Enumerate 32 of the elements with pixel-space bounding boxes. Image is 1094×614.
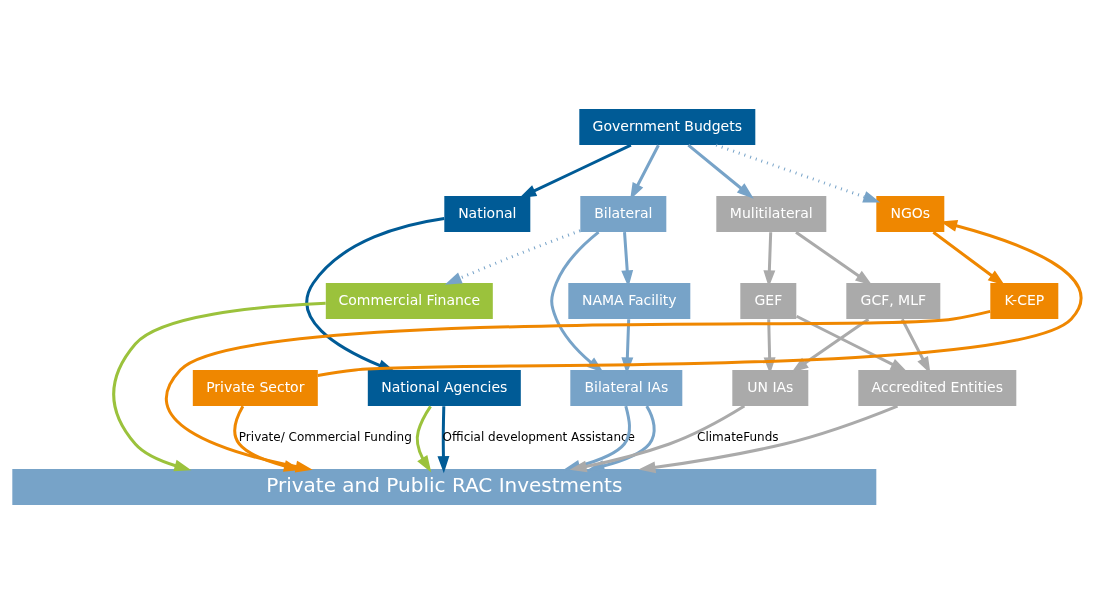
arrow [569, 404, 746, 473]
node-box: NAMA Facility [568, 283, 691, 319]
arrow [795, 230, 873, 286]
node-box: K-CEP [990, 283, 1059, 319]
arrow [519, 143, 632, 198]
arrow [932, 231, 1005, 286]
node-box: Commercial Finance [325, 283, 493, 319]
node-box: Private and Public RAC Investments [12, 469, 877, 505]
node-box: Private Sector [192, 370, 318, 406]
edge-label: Private/ Commercial Funding [238, 429, 412, 444]
node-box: Bilateral [580, 196, 667, 232]
node-box: Accredited Entities [858, 370, 1017, 406]
arrow [715, 143, 881, 203]
node-box: GCF, MLF [846, 283, 941, 319]
arrow [112, 301, 326, 472]
node-box: Mulitilateral [716, 196, 827, 232]
arrow [638, 404, 899, 474]
node-box: Government Budgets [579, 109, 756, 145]
edge-label: ClimateFunds [697, 429, 779, 444]
node-box: National Agencies [367, 370, 521, 406]
arrow [795, 314, 908, 372]
arrow [687, 144, 754, 199]
node-box: National [444, 196, 531, 232]
arrow [587, 405, 656, 472]
arrow [444, 229, 581, 285]
arrow [415, 405, 432, 473]
node-box: UN IAs [732, 370, 809, 406]
arrow [791, 317, 870, 373]
node-box: Bilateral IAs [570, 370, 683, 406]
arrow [437, 406, 450, 474]
node-box: NGOs [876, 196, 945, 232]
node-box: GEF [740, 283, 797, 319]
